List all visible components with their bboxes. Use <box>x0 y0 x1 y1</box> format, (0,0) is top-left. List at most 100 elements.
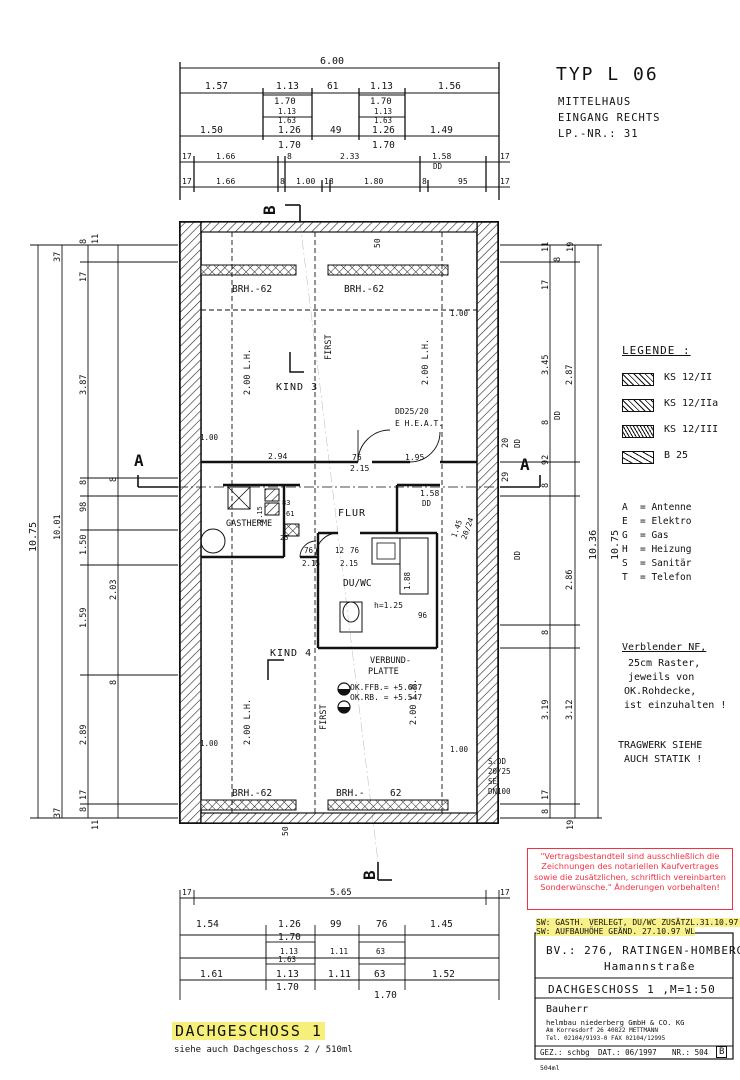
dim-r2s-0: 1.70 <box>278 140 301 151</box>
abbr-key: H <box>622 544 628 555</box>
first-label-bottom: FIRST <box>319 704 329 730</box>
dim-l-14: 10.01 <box>53 514 63 540</box>
abbr-row: A = Antenne <box>622 502 691 513</box>
dim-r3-2: 8 <box>287 152 292 161</box>
revision-1-text: SW: GASTH. VERLEGT, DU/WC ZUSÄTZL.31.10.… <box>536 918 740 927</box>
dim-215-c: 2.15 <box>340 559 358 568</box>
dim-100-d: 1.00 <box>450 745 469 754</box>
brh-bottom-right: BRH.- <box>336 788 365 799</box>
dim-b4-1: 1.13 <box>276 969 299 980</box>
dim-2024: 20/24 <box>459 516 475 541</box>
abbr-key: A <box>622 502 628 513</box>
dim-l-13: 11 <box>91 820 101 830</box>
owner-label: Bauherr <box>546 1004 589 1015</box>
dim-b4-4: 1.52 <box>432 969 455 980</box>
dim-rr-0: 11 <box>541 242 551 252</box>
dim-rr-12: 2.86 <box>565 570 575 590</box>
dim-b2-3: 76 <box>376 919 388 930</box>
dim-rr-4: 2.87 <box>565 365 575 385</box>
dim-r3-0: 17 <box>182 152 192 161</box>
room-gastherme: GASTHERME <box>226 519 272 529</box>
legend-label: KS 12/IIa <box>664 398 719 409</box>
dim-b1-0: 17 <box>182 888 192 897</box>
legend-item: KS 12/III <box>622 424 740 438</box>
sdd-label: S.DD <box>488 757 507 766</box>
dim-l-0: 8 <box>79 239 89 244</box>
room-flur: FLUR <box>338 508 366 519</box>
dim-76-a: 76 <box>352 453 362 462</box>
dim-b2s-0: 1.70 <box>278 932 301 943</box>
legend-swatch <box>622 373 654 386</box>
dim-r3-3: 2.33 <box>340 152 359 161</box>
dim-r4-1: 1.66 <box>216 177 235 186</box>
dim-r4-8: 17 <box>500 177 510 186</box>
owner-phone: Tel. 02104/9193-0 FAX 02104/12995 <box>546 1035 666 1042</box>
dim-b3-3: 1.63 <box>278 955 296 964</box>
dd-small: DD <box>422 499 432 508</box>
dim-188: 1.88 <box>403 571 412 590</box>
dim-rr-5: 3.45 <box>541 355 551 375</box>
abbr-row: T= Telefon <box>622 572 691 583</box>
revision-2-text: SW: AUFBAUHÖHE GEÄND. 27.10.97 WL <box>536 927 695 936</box>
dim-r1s-1: 1.13 <box>278 107 296 116</box>
dim-r4-7: 95 <box>458 177 468 186</box>
header-line-3: LP.-NR.: 31 <box>558 128 639 140</box>
dim-l-8: 1.59 <box>79 608 89 628</box>
dim-rr-6: 8 <box>541 420 551 425</box>
brh-top-right: BRH.-62 <box>344 284 384 295</box>
sheet-code: 504ml <box>540 1064 560 1072</box>
drawing-number: NR.: 504 <box>672 1048 709 1057</box>
legend-label: KS 12/III <box>664 424 719 435</box>
dim-rr-10: 29 <box>501 472 511 482</box>
dim-rr-21: DD <box>513 550 522 560</box>
verblender-note-2: 25cm Raster, <box>628 658 701 669</box>
dim-b4-0: 1.61 <box>200 969 223 980</box>
dim-50-top: 50 <box>373 238 382 248</box>
first-label-top: FIRST <box>324 334 334 360</box>
dim-rr-20: 19 <box>566 820 576 830</box>
revision-1: SW: GASTH. VERLEGT, DU/WC ZUSÄTZL.31.10.… <box>536 918 740 927</box>
abbr-value: = Sanitär <box>640 558 692 569</box>
dim-83: 83 <box>282 499 290 507</box>
dim-100-b: 1.00 <box>200 433 219 442</box>
section-a-left: A <box>134 451 144 470</box>
dim-overall: 6.00 <box>320 56 344 67</box>
floor-title: DACHGESCHOSS 1 <box>172 1022 326 1040</box>
dim-r1s-4: 1.13 <box>374 107 392 116</box>
drawn-by: GEZ.: schbg <box>540 1048 590 1057</box>
revision-index: B <box>716 1046 728 1058</box>
dim-r1-0: 1.57 <box>205 81 228 92</box>
dim-r3-5: 17 <box>500 152 510 161</box>
dim-rr-7: 92 <box>541 455 551 465</box>
dim-rr-22: DD <box>553 410 562 420</box>
dim-r4-6: 8 <box>422 177 427 186</box>
header-line-1: MITTELHAUS <box>558 96 632 108</box>
dim-rr-17: 8 <box>541 630 551 635</box>
dim-b2-0: 1.54 <box>196 919 219 930</box>
dim-215-a: 2.15 <box>350 464 369 473</box>
abbr-row: S= Sanitär <box>622 558 691 569</box>
room-kind-4: KIND 4 <box>270 648 312 659</box>
dim-r3-dd: DD <box>433 162 443 171</box>
dim-b2-1: 1.26 <box>278 919 301 930</box>
dim-rr-3: 17 <box>541 280 551 290</box>
drawing-date: DAT.: 06/1997 <box>598 1048 657 1057</box>
dim-r2s-1: 1.70 <box>372 140 395 151</box>
dim-rr-9: DD <box>513 438 522 448</box>
dim-rr-16: 3.12 <box>565 700 575 720</box>
verblender-note-1: Verblender NF, <box>622 642 707 653</box>
dim-rr-2: 8 <box>553 257 563 262</box>
section-b-bottom: B <box>360 870 379 880</box>
dim-76-c: 76 <box>350 546 360 555</box>
dim-r1-4: 1.56 <box>438 81 461 92</box>
dim-rr-1: 19 <box>566 242 576 252</box>
level-ffb: OK.FFB.= +5.687 <box>350 683 422 692</box>
abbr-value: = Antenne <box>640 502 692 513</box>
dim-r1-3: 1.13 <box>370 81 393 92</box>
abbr-row: H= Heizung <box>622 544 691 555</box>
dim-r4-2: 8 <box>280 177 285 186</box>
lh-label-2: 2.00 L.H. <box>421 339 431 385</box>
dim-b1-2: 17 <box>500 888 510 897</box>
dim-rr-8: 20 <box>501 438 511 448</box>
